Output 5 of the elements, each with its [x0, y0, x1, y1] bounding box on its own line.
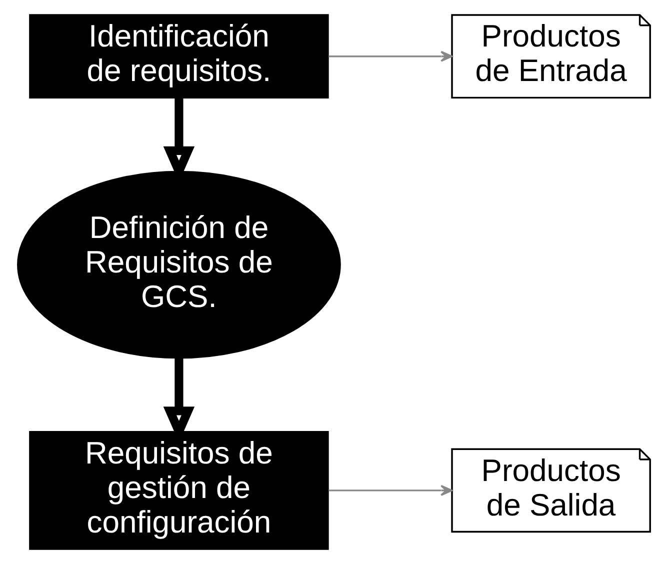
arrow: [328, 50, 452, 62]
arrow: [328, 484, 452, 496]
node-box: Requisitos de gestión de configuración: [28, 431, 328, 550]
node-box: Identificación de requisitos.: [28, 14, 328, 99]
node-ellipse: Definición de Requisitos de GCS.: [16, 170, 340, 359]
